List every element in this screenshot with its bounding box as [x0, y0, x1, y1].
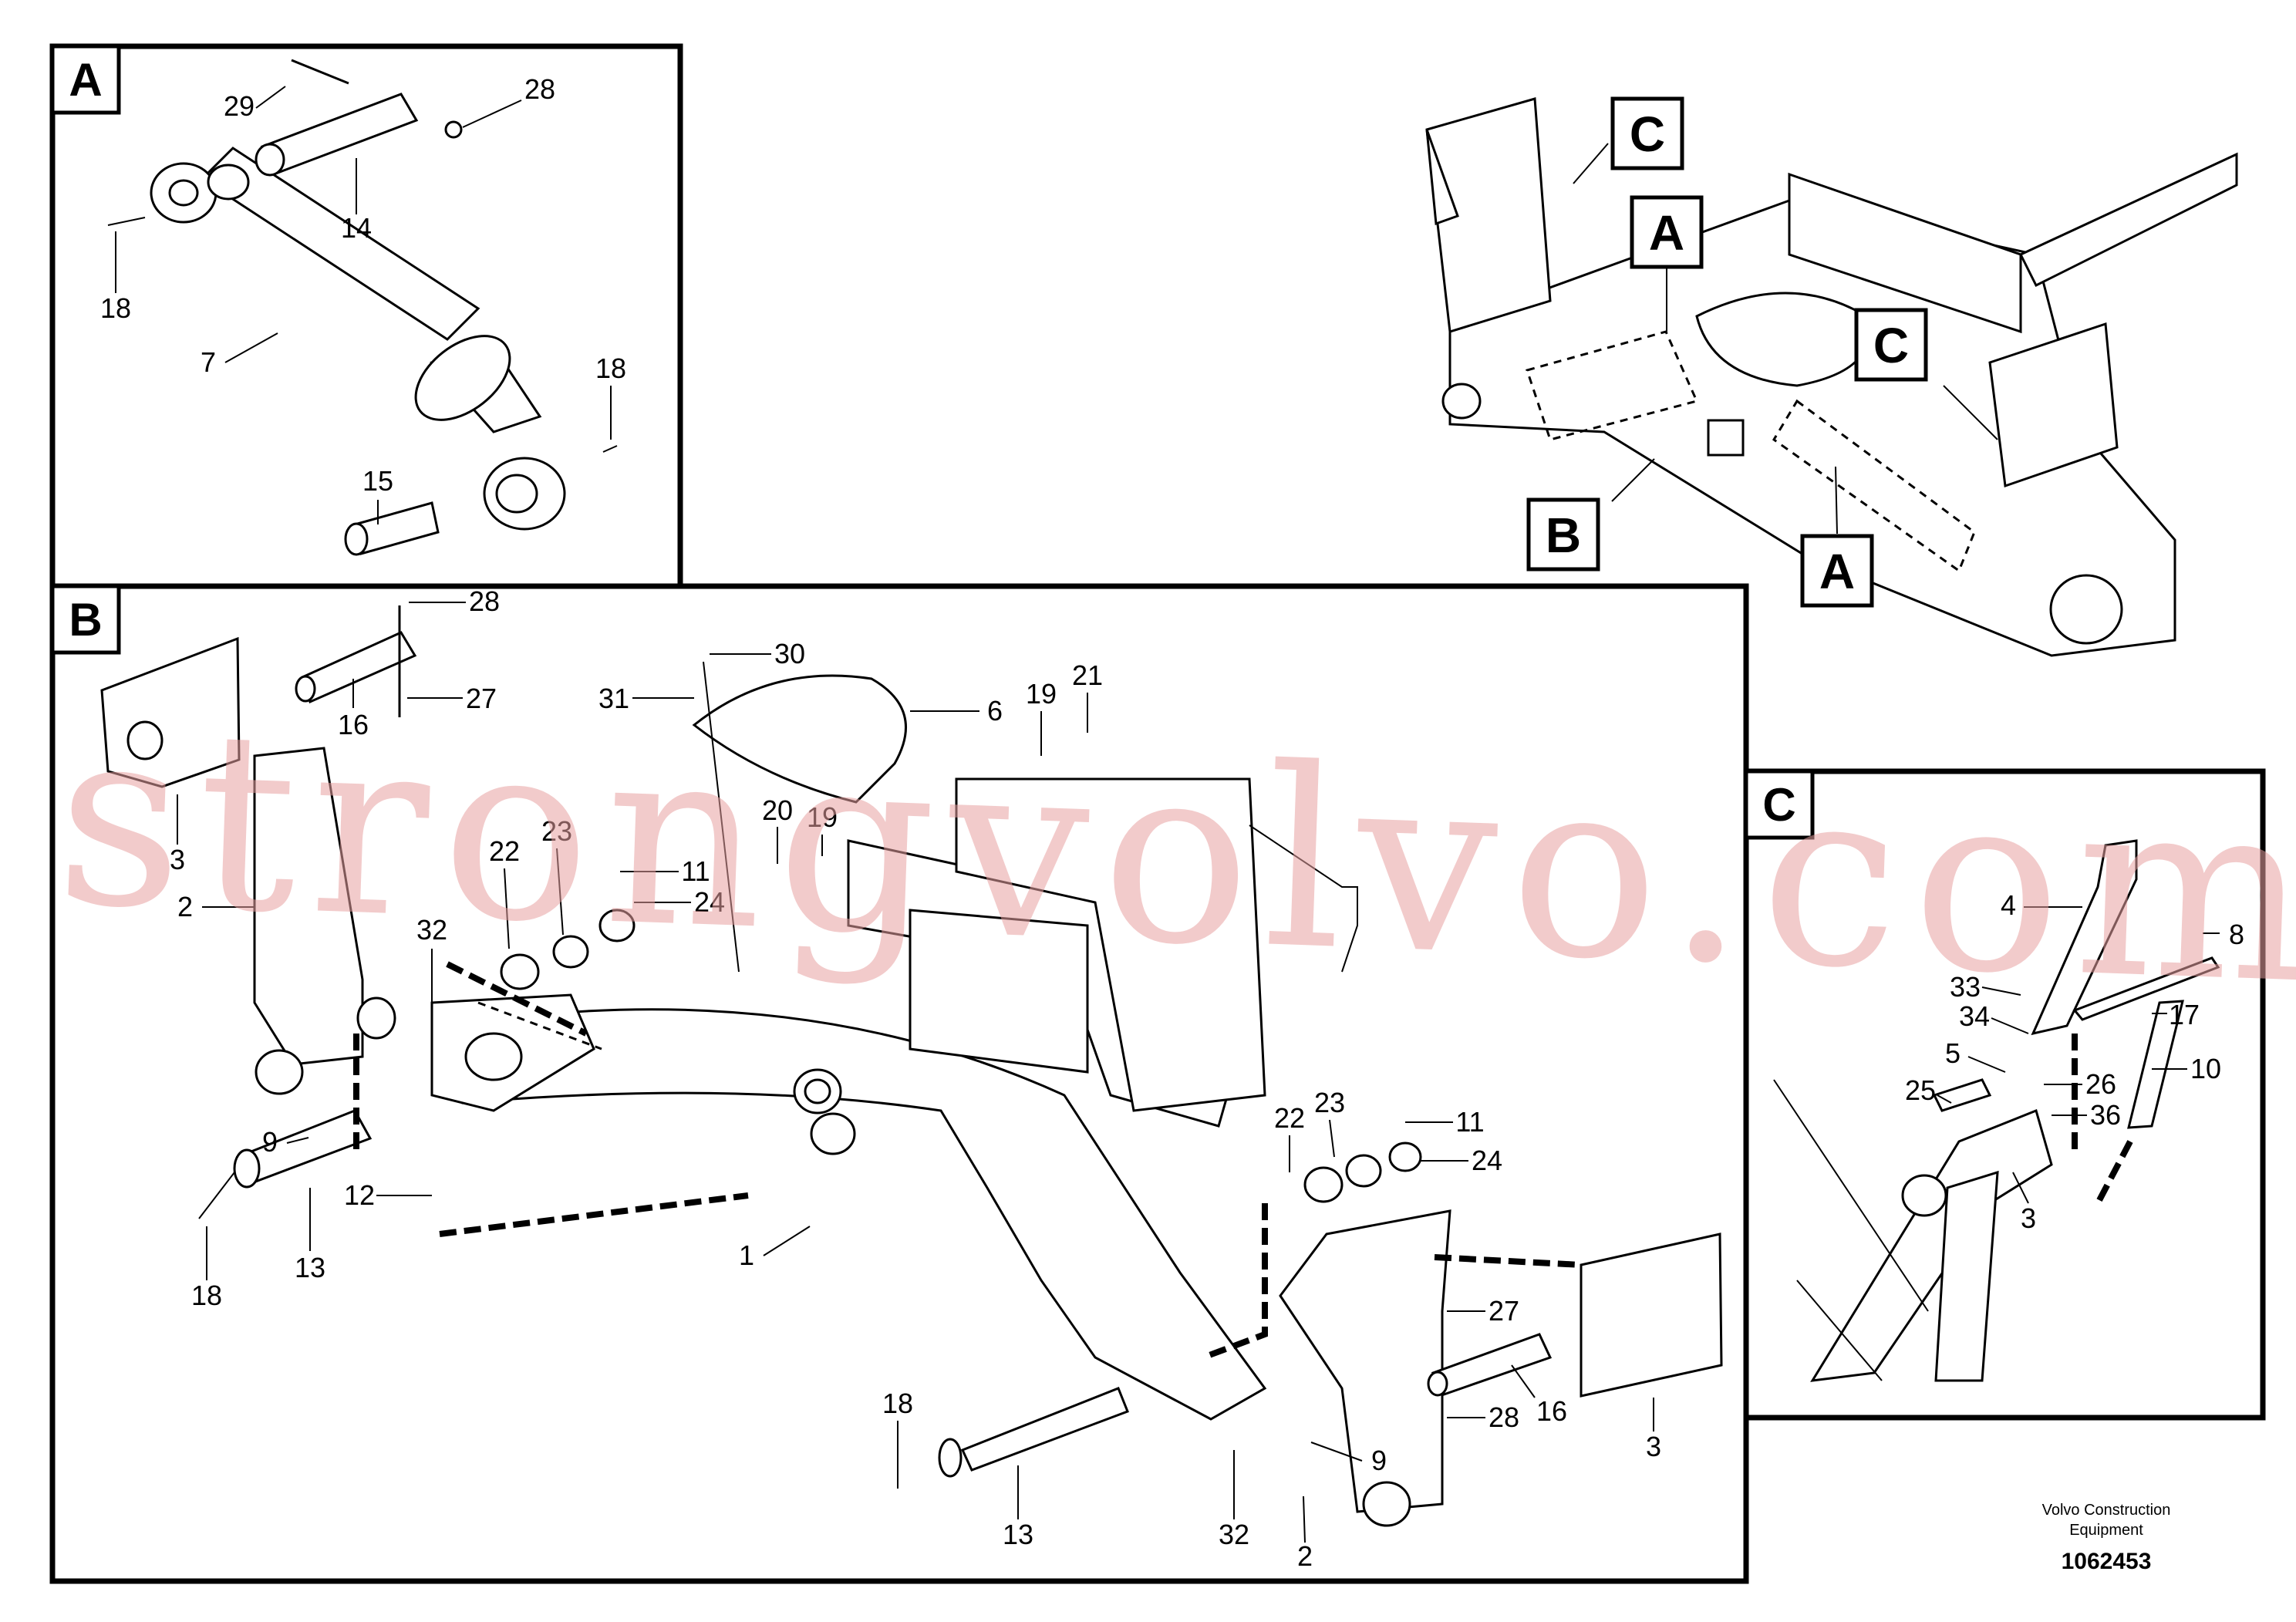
callout: 21	[1072, 659, 1103, 691]
callout: 31	[598, 683, 629, 714]
watermark: strongvolvo.com	[52, 673, 2296, 1039]
callout: 10	[2190, 1053, 2221, 1084]
callout: 16	[338, 709, 369, 740]
callout: 29	[224, 90, 255, 122]
callout: 11	[681, 855, 710, 887]
callouts-c: 4 8 33 34 17 5 10 26 25 36 3	[1905, 889, 2244, 1234]
callout: 4	[2001, 889, 2016, 921]
callout: 13	[295, 1252, 325, 1283]
brand-line-1: Volvo Construction	[2042, 1502, 2171, 1519]
ref-a-bottom: A	[1819, 544, 1855, 599]
callout: 36	[2090, 1099, 2121, 1131]
callout: 14	[341, 212, 372, 244]
callout: 3	[2021, 1202, 2036, 1234]
overview-refs: C A C B A	[1526, 96, 1928, 608]
callout: 32	[416, 914, 447, 946]
callout: 27	[466, 683, 497, 714]
ref-c-top: C	[1630, 106, 1665, 162]
frame-b-label: B	[69, 594, 102, 646]
callout: 7	[201, 346, 216, 378]
callout: 28	[1489, 1401, 1519, 1433]
callout: 12	[344, 1179, 375, 1211]
overview-illustration	[1425, 97, 2238, 657]
callout: 20	[762, 794, 793, 826]
frame-a: A 29 28 14	[49, 43, 683, 589]
callout: 18	[595, 352, 626, 384]
callouts-b: 28 27 16 3 2 30 31 6 19 21 20 19 22	[170, 585, 1661, 1572]
frame-c: C 4 8 33 34 17 5 10	[1743, 768, 2266, 1421]
callout: 3	[1646, 1431, 1661, 1462]
frame-c-label: C	[1762, 779, 1795, 831]
callout: 28	[524, 73, 555, 105]
ref-b: B	[1546, 508, 1581, 563]
callout: 22	[489, 835, 520, 867]
pin-bracket-illustration	[1773, 839, 2220, 1382]
callout: 19	[1026, 678, 1057, 710]
callouts-a: 29 28 14 18 7 18 15	[100, 73, 626, 524]
callout: 30	[774, 638, 805, 669]
callout: 23	[541, 815, 572, 847]
callout: 19	[807, 801, 838, 833]
hydraulic-cylinder-illustration	[107, 59, 618, 556]
brand-line-2: Equipment	[2069, 1522, 2143, 1539]
callout: 27	[1489, 1295, 1519, 1327]
footer: Volvo Construction Equipment 1062453	[2042, 1502, 2171, 1574]
callout: 8	[2229, 919, 2244, 950]
callout: 9	[1371, 1445, 1387, 1476]
document-number: 1062453	[2062, 1549, 2152, 1574]
callout: 25	[1905, 1074, 1936, 1106]
frame-a-label: A	[69, 54, 102, 106]
callout: 24	[694, 886, 725, 918]
callout: 23	[1314, 1087, 1345, 1118]
callout: 3	[170, 844, 185, 875]
ref-a-top: A	[1649, 205, 1684, 261]
callout: 2	[177, 891, 193, 922]
callout: 18	[100, 292, 131, 324]
callout: 18	[191, 1280, 222, 1311]
callout: 16	[1536, 1395, 1567, 1427]
callout: 26	[2085, 1068, 2116, 1100]
callout: 15	[362, 465, 393, 497]
callout: 32	[1219, 1519, 1249, 1550]
callout: 17	[2169, 999, 2200, 1030]
ref-c-mid: C	[1873, 318, 1909, 373]
callout: 6	[987, 695, 1003, 727]
callout: 24	[1472, 1145, 1502, 1176]
lift-arm-illustration	[100, 605, 1723, 1527]
callout: 33	[1950, 971, 1981, 1003]
callout: 1	[739, 1239, 754, 1271]
callout: 22	[1274, 1102, 1305, 1134]
callout: 5	[1945, 1037, 1961, 1069]
callout: 34	[1959, 1000, 1990, 1032]
callout: 11	[1455, 1106, 1484, 1138]
callout: 13	[1003, 1519, 1033, 1550]
callout: 28	[469, 585, 500, 617]
callout: 9	[262, 1126, 278, 1158]
callout: 18	[882, 1388, 913, 1419]
callout: 2	[1297, 1540, 1313, 1572]
